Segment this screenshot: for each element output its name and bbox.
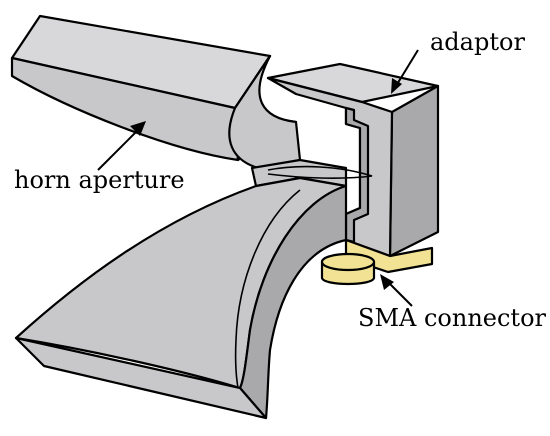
horn-aperture-arrow [97,127,141,171]
sma-connector-label: SMA connector [358,304,547,332]
adaptor-label: adaptor [430,28,525,56]
horn-aperture-label: horn aperture [14,166,185,194]
upper-horn-flare [10,14,302,170]
adaptor-arrowhead [391,78,402,94]
adaptor-block [266,62,440,258]
adaptor-arrow [395,49,419,87]
sma-connector-arrowhead [380,274,394,290]
horn-aperture-arrowhead [130,121,146,136]
lower-horn-flare [14,176,348,420]
annotation-arrows [97,49,419,307]
sma-connector [320,238,434,286]
